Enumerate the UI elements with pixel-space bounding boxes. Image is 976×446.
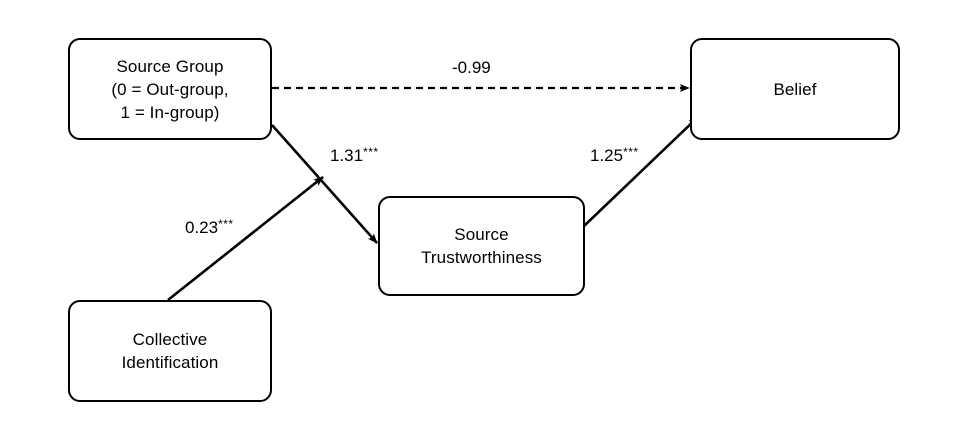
node-collective-identification[interactable]: Collective Identification [68, 300, 272, 402]
node-source-trustworthiness-label: Source Trustworthiness [421, 225, 542, 267]
node-belief-label: Belief [773, 79, 817, 99]
edge-coefficient-direct-effect: -0.99 [452, 58, 491, 77]
edge-coefficient-b-path: 1.25 [590, 146, 624, 165]
edge-label-moderation-path: 0.23*** [185, 218, 234, 238]
edge-moderation-path [167, 175, 324, 302]
edge-significance-a-path: *** [363, 145, 379, 159]
edge-coefficient-a-path: 1.31 [330, 146, 364, 165]
node-source-group[interactable]: Source Group (0 = Out-group, 1 = In-grou… [68, 38, 272, 140]
node-collective-identification-label: Collective Identification [121, 330, 219, 372]
edge-coefficient-moderation-path: 0.23 [185, 218, 219, 237]
edge-label-a-path: 1.31*** [330, 146, 379, 166]
node-belief[interactable]: Belief [690, 38, 900, 140]
node-source-group-label: Source Group (0 = Out-group, 1 = In-grou… [111, 56, 229, 122]
edge-significance-b-path: *** [623, 145, 639, 159]
edge-a-path [271, 124, 378, 244]
edge-label-b-path: 1.25*** [590, 146, 639, 166]
node-source-trustworthiness[interactable]: Source Trustworthiness [378, 196, 585, 296]
edge-b-path [583, 116, 699, 227]
edge-significance-moderation-path: *** [218, 217, 234, 231]
edge-label-direct-effect: -0.99 [452, 58, 491, 78]
